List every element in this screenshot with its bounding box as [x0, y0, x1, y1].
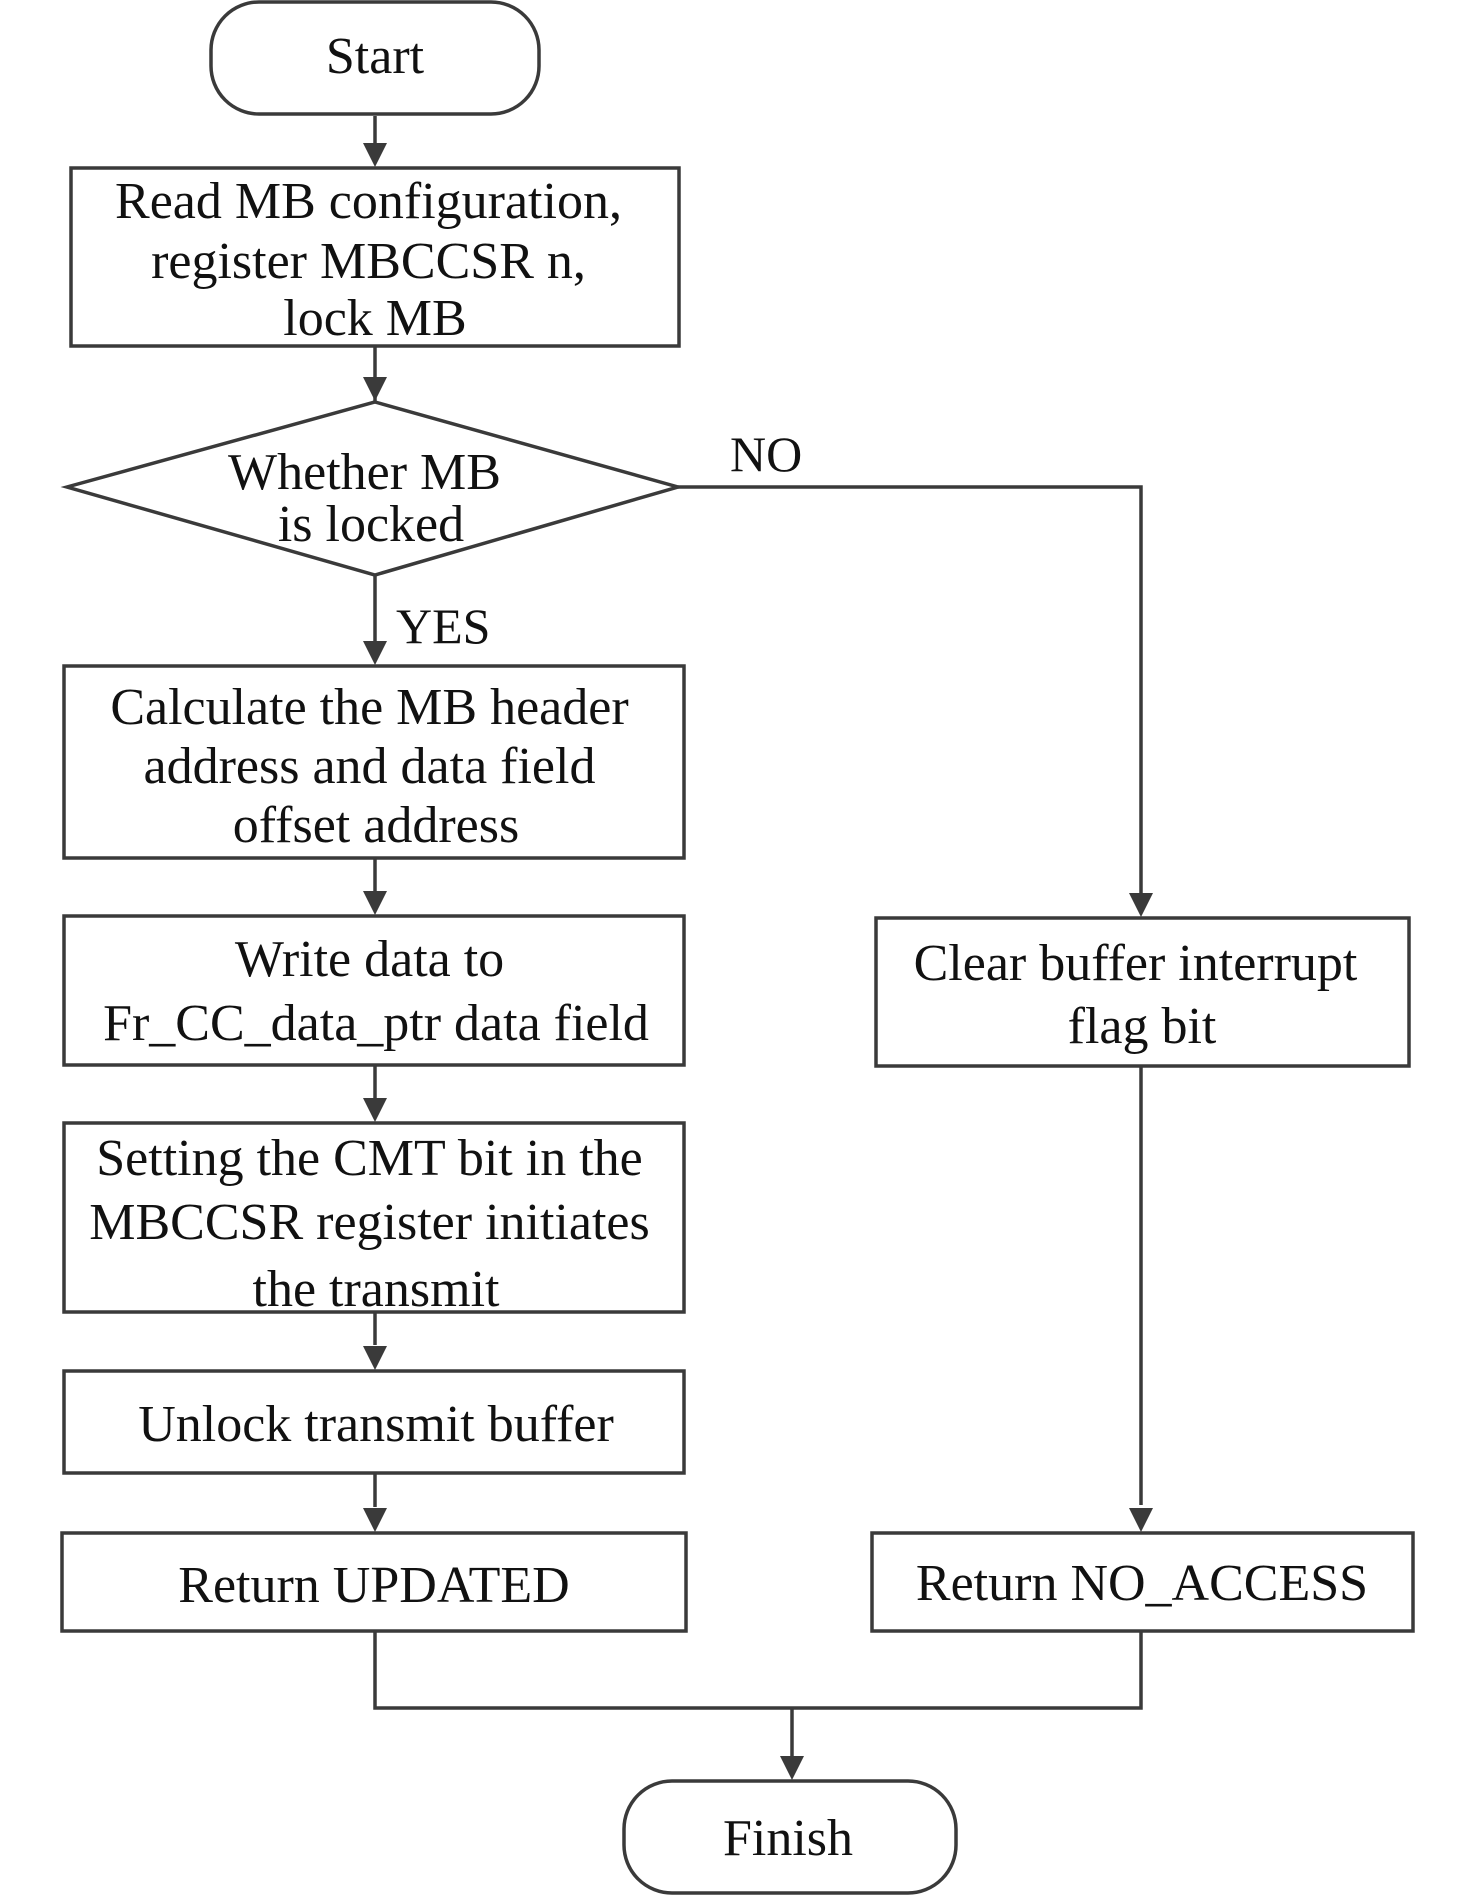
write-data-label: Write data to Fr_CC_data_ptr data field — [103, 931, 649, 1052]
write-data-box — [62, 914, 686, 1067]
return-no-access-box — [870, 1531, 1415, 1633]
set-cmt-label: Setting the CMT bit in the MBCCSR regist… — [89, 1130, 662, 1318]
unlock-box — [62, 1369, 686, 1475]
arrowhead-read — [363, 143, 387, 167]
return-no-access-label: Return NO_ACCESS — [916, 1555, 1368, 1612]
read-config-label: Read MB configuration, register MBCCSR n… — [115, 173, 635, 347]
decision-diamond — [60, 400, 685, 577]
arrowhead-decision — [363, 377, 387, 401]
arrowhead-finish — [780, 1756, 804, 1780]
finish-terminator — [622, 1779, 958, 1895]
no-label: NO — [730, 426, 802, 482]
return-updated-label: Return UPDATED — [178, 1557, 569, 1614]
start-label: Start — [326, 28, 425, 85]
arrowhead-write — [363, 891, 387, 915]
calc-address-box — [62, 664, 686, 860]
arrowhead-unlock — [363, 1346, 387, 1370]
set-cmt-box — [62, 1121, 686, 1314]
decision-label: Whether MB is locked — [228, 444, 514, 553]
arrowhead-setcmt — [363, 1098, 387, 1122]
arrowhead-return-no-access — [1129, 1508, 1153, 1532]
arrowhead-clear — [1129, 893, 1153, 917]
read-config-box — [69, 166, 681, 348]
yes-label: YES — [396, 598, 490, 654]
clear-flag-label: Clear buffer interrupt flag bit — [914, 935, 1371, 1055]
clear-flag-box — [874, 916, 1411, 1068]
edge-decision-no-branch — [678, 485, 1143, 896]
edge-merge — [373, 1631, 1143, 1710]
edges — [373, 116, 1143, 1758]
calc-address-label: Calculate the MB header address and data… — [110, 679, 641, 854]
start-terminator — [209, 0, 541, 116]
finish-label: Finish — [723, 1810, 853, 1867]
arrowheads — [363, 143, 1153, 1780]
arrowhead-calc — [363, 641, 387, 665]
unlock-label: Unlock transmit buffer — [138, 1396, 614, 1453]
return-updated-box — [60, 1531, 688, 1633]
arrowhead-return-updated — [363, 1508, 387, 1532]
